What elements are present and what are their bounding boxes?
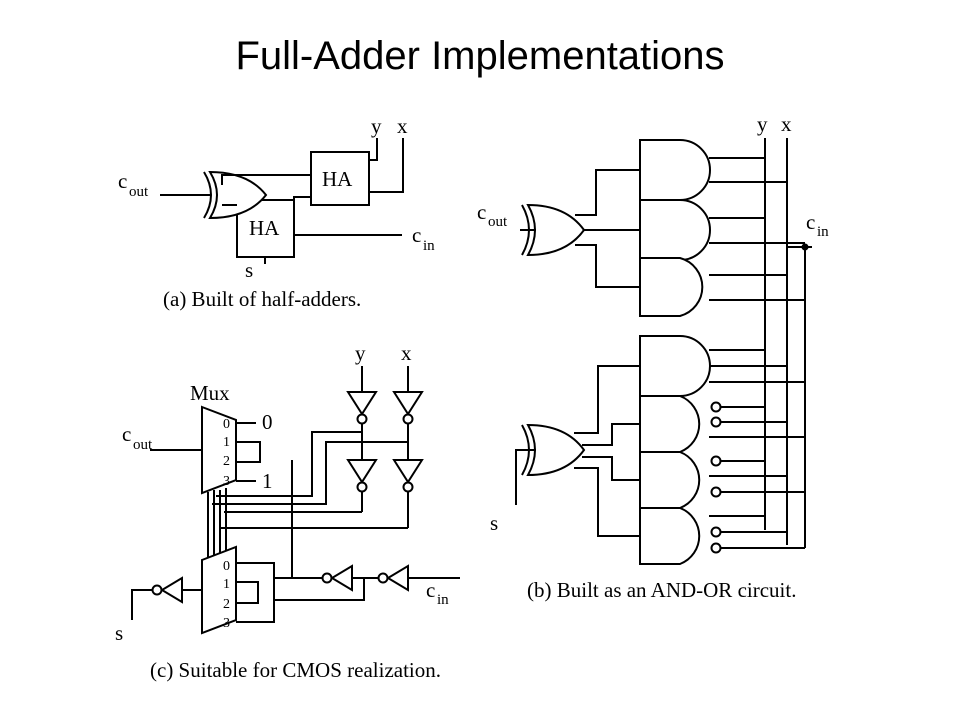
half-adder-top: [310, 151, 370, 206]
part-b-and-gate-4: [639, 335, 711, 397]
part-c-inverter-x: [392, 391, 424, 416]
part-b-or-gate-top: [526, 203, 586, 257]
part-c-cout-label: c: [122, 422, 131, 446]
part-b-x-label: x: [781, 112, 792, 136]
part-c-mux-label: Mux: [190, 381, 230, 405]
part-c-cin-sub: in: [437, 592, 449, 608]
part-c-wire: [274, 460, 293, 579]
part-b-and-gate-2: [639, 199, 711, 261]
part-c-inverter-s: [160, 576, 183, 604]
inversion-bubble: [710, 526, 722, 538]
mux-top-input-3: 3: [223, 474, 230, 489]
part-b-caption: (b) Built as an AND-OR circuit.: [527, 578, 796, 602]
inversion-bubble: [710, 455, 722, 467]
part-a-wire-y: [369, 138, 378, 161]
part-c-cout-sub: out: [133, 437, 153, 453]
inversion-bubble: [710, 401, 722, 413]
part-c-x-label: x: [401, 341, 412, 365]
part-c-cmos-circuit: y x Mux 0 1 2 3 0: [115, 341, 460, 682]
part-b-cin-label: c: [806, 210, 815, 234]
mux-bottom-input-0: 0: [223, 559, 230, 574]
mux-bottom-input-2: 2: [223, 597, 230, 612]
part-c-wire: [131, 589, 152, 620]
part-b-or-gate-bottom: [526, 423, 586, 477]
half-adder-bottom: [236, 199, 295, 258]
mux-bottom-input-1: 1: [223, 577, 230, 592]
part-a-caption: (a) Built of half-adders.: [163, 287, 361, 311]
part-c-wire: [212, 441, 408, 505]
part-b-cout-label: c: [477, 200, 486, 224]
part-c-const-0: 0: [262, 410, 273, 434]
inversion-bubble: [356, 481, 368, 493]
part-b-wire: [574, 467, 640, 537]
part-b-wire: [515, 449, 536, 505]
inversion-bubble: [402, 413, 414, 425]
part-a-wire-carry-top: [221, 174, 311, 185]
part-b-and-gate-1: [639, 139, 711, 201]
part-b-and-gate-3: [639, 257, 704, 317]
mux-top-input-1: 1: [223, 435, 230, 450]
inversion-bubble: [402, 481, 414, 493]
mux-top-input-2: 2: [223, 454, 230, 469]
part-b-wire: [582, 423, 640, 446]
half-adder-bottom-label: HA: [249, 216, 280, 240]
part-c-wire: [236, 562, 275, 623]
part-c-y-label: y: [355, 341, 366, 365]
part-c-cin-label: c: [426, 578, 435, 602]
part-c-inverter-x2: [392, 459, 424, 484]
part-c-s-label: s: [115, 621, 123, 645]
inversion-bubble: [710, 416, 722, 428]
inversion-bubble: [710, 486, 722, 498]
part-c-inverter-cin-2: [386, 564, 409, 592]
part-a-or-gate-back: [203, 171, 212, 219]
part-a-cout-sub: out: [129, 184, 149, 200]
part-b-and-gate-5: [639, 395, 701, 453]
part-a-x-label: x: [397, 114, 408, 138]
part-a-cin-sub: in: [423, 238, 435, 254]
part-c-inverter-y: [346, 391, 378, 416]
part-b-cin-sub: in: [817, 224, 829, 240]
part-a-cout-label: c: [118, 169, 127, 193]
part-a-wire-ha-sum: [293, 196, 311, 212]
part-a-y-label: y: [371, 114, 382, 138]
part-a-wire-x: [369, 138, 404, 193]
part-c-caption: (c) Suitable for CMOS realization.: [150, 658, 441, 682]
mux-bottom-input-3: 3: [223, 616, 230, 631]
part-c-mux-top: [201, 405, 237, 495]
inversion-bubble: [377, 572, 389, 584]
part-b-wire: [575, 244, 640, 288]
part-b-and-gate-7: [639, 507, 701, 565]
inversion-bubble: [710, 542, 722, 554]
part-b-wire: [582, 456, 640, 481]
part-a-cin-label: c: [412, 223, 421, 247]
part-b-s-label: s: [490, 511, 498, 535]
part-c-wire: [216, 431, 362, 497]
half-adder-top-label: HA: [322, 167, 353, 191]
part-b-cin-junction: [801, 243, 809, 251]
part-a-s-label: s: [245, 258, 253, 282]
mux-top-input-0: 0: [223, 417, 230, 432]
part-b-wire: [574, 365, 640, 434]
part-b-y-label: y: [757, 112, 768, 136]
part-c-wire: [274, 577, 365, 601]
inversion-bubble: [356, 413, 368, 425]
part-c-const-1: 1: [262, 469, 273, 493]
part-c-inverter-y2: [346, 459, 378, 484]
part-c-inverter-cin-1: [330, 564, 353, 592]
part-a-half-adder-circuit: y x HA HA c in c out s (a) Built of half…: [118, 114, 435, 311]
part-c-wire: [236, 441, 261, 463]
part-b-and-or-circuit: y x c in c out: [477, 112, 829, 602]
slide-title: Full-Adder Implementations: [235, 34, 725, 78]
part-b-wire: [575, 169, 640, 216]
part-c-wire: [236, 581, 259, 604]
inversion-bubble: [321, 572, 333, 584]
part-b-and-gate-6: [639, 451, 701, 509]
inversion-bubble: [151, 584, 163, 596]
part-c-mux-bottom: [201, 545, 237, 635]
part-b-cout-sub: out: [488, 214, 508, 230]
part-a-or-gate: [208, 170, 268, 220]
